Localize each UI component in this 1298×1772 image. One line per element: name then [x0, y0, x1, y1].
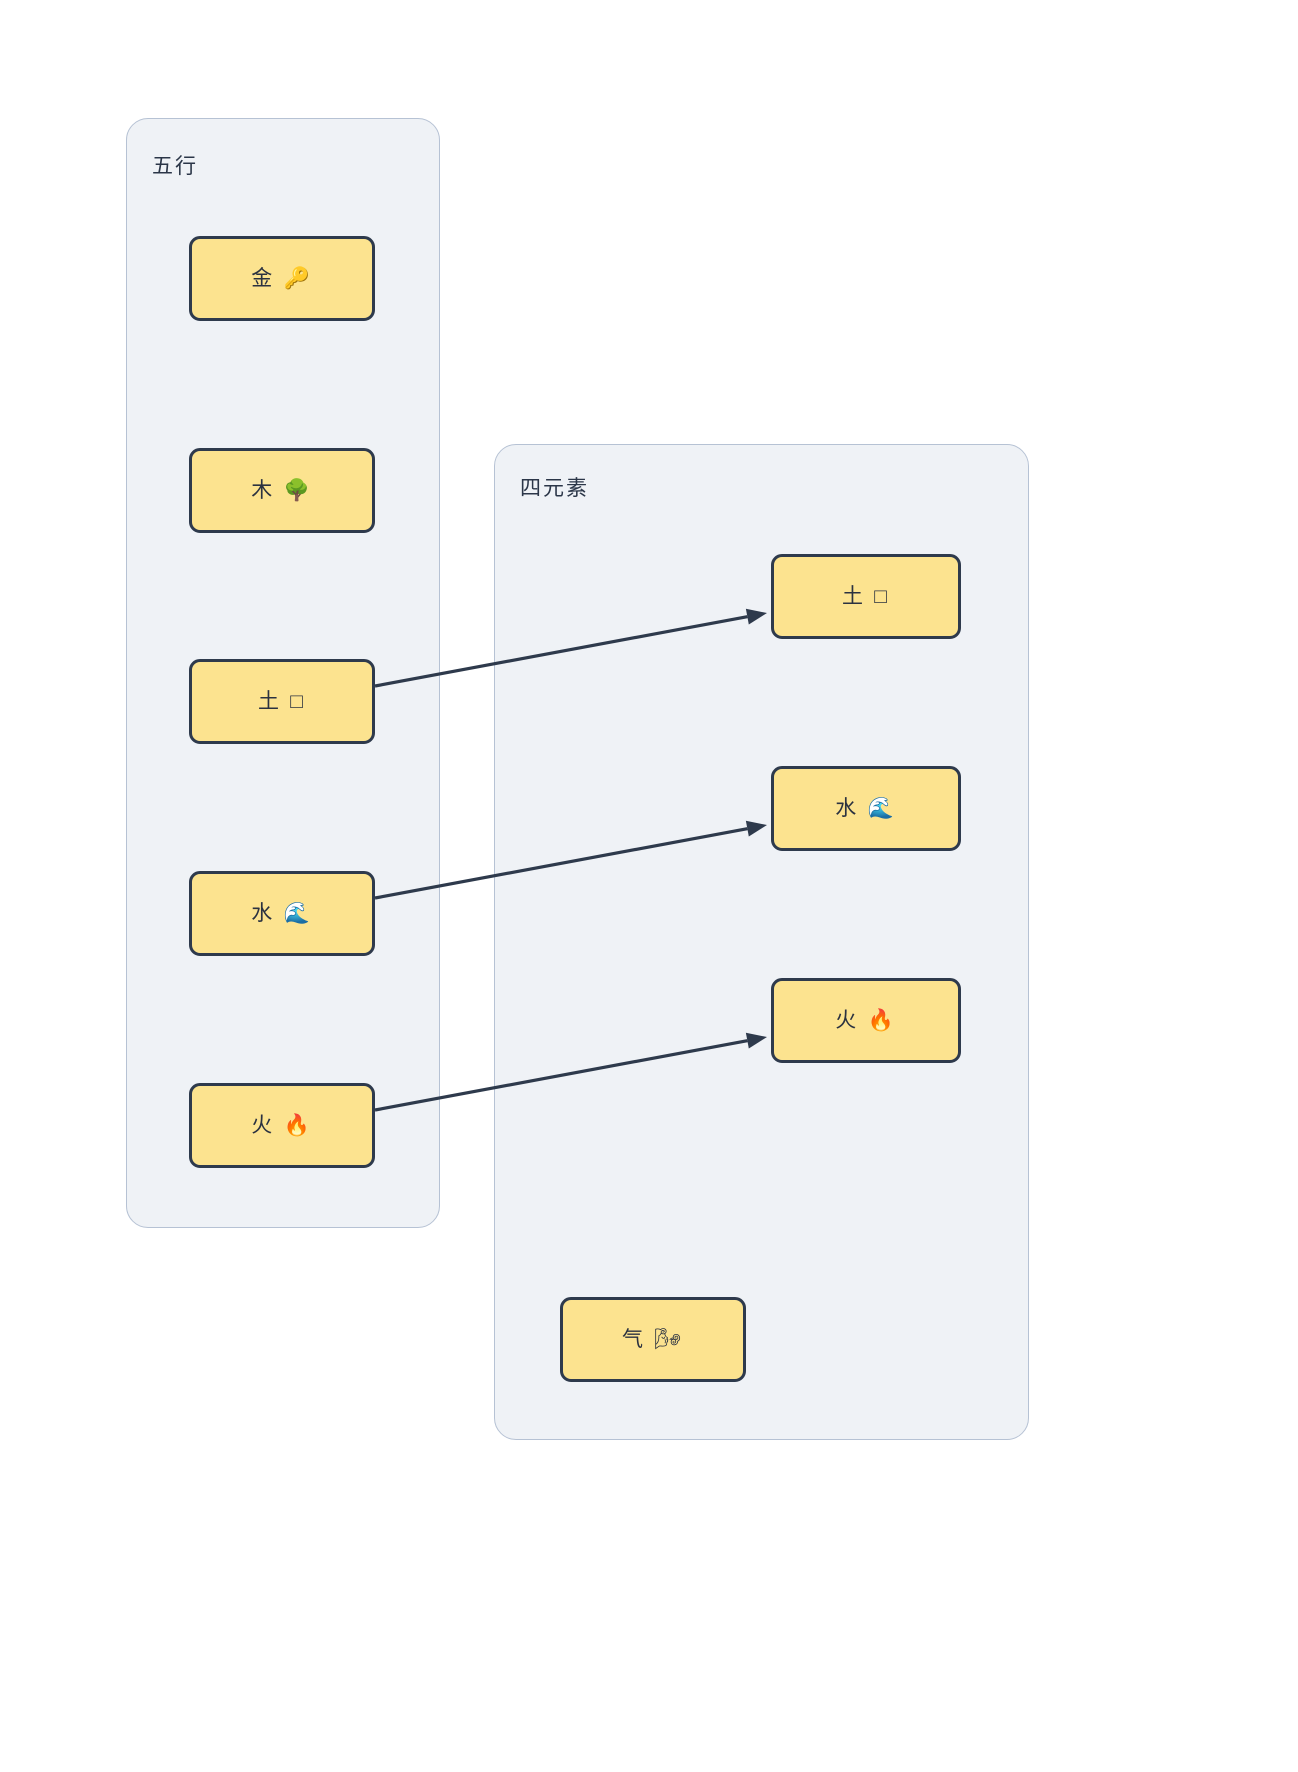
node-element-fire-label: 火 🔥 — [835, 1008, 897, 1032]
node-wuxing-wood-label: 木 🌳 — [251, 478, 313, 502]
node-wuxing-water[interactable]: 水 🌊 — [189, 871, 375, 956]
node-wuxing-fire[interactable]: 火 🔥 — [189, 1083, 375, 1168]
node-wuxing-earth-label: 土 □ — [258, 689, 306, 713]
node-wuxing-water-label: 水 🌊 — [251, 901, 313, 925]
node-element-earth-label: 土 □ — [842, 584, 890, 608]
node-wuxing-fire-label: 火 🔥 — [251, 1113, 313, 1137]
node-wuxing-metal[interactable]: 金 🔑 — [189, 236, 375, 321]
node-element-water-label: 水 🌊 — [835, 796, 897, 820]
node-wuxing-wood[interactable]: 木 🌳 — [189, 448, 375, 533]
node-element-fire[interactable]: 火 🔥 — [771, 978, 961, 1063]
cluster-wuxing-label: 五行 — [152, 154, 198, 178]
node-wuxing-earth[interactable]: 土 □ — [189, 659, 375, 744]
node-element-air[interactable]: 气 🌬 — [560, 1297, 746, 1382]
cluster-siyuansu-label: 四元素 — [520, 476, 589, 500]
node-element-air-label: 气 🌬 — [622, 1327, 684, 1351]
node-wuxing-metal-label: 金 🔑 — [251, 266, 313, 290]
node-element-water[interactable]: 水 🌊 — [771, 766, 961, 851]
node-element-earth[interactable]: 土 □ — [771, 554, 961, 639]
